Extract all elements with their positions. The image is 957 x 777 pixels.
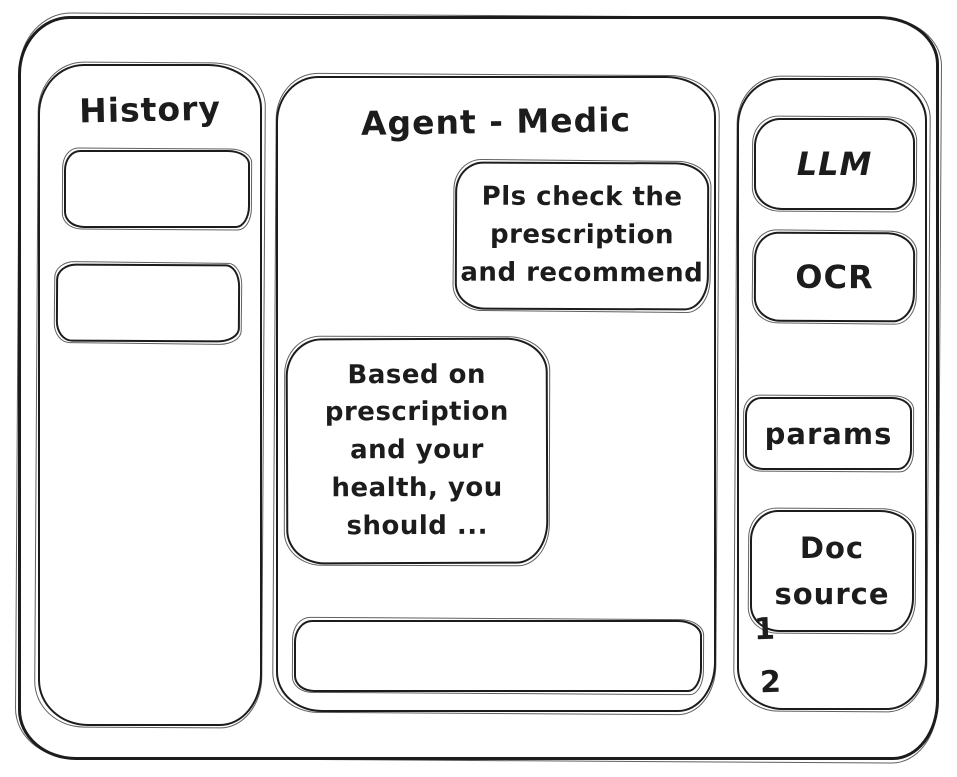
doc-source-item-2[interactable]: 2: [759, 664, 782, 701]
doc-source-item-1[interactable]: 1: [753, 611, 776, 648]
user-message-text: Pls check the prescription and recommend: [460, 182, 704, 289]
tools-panel: LLM OCR params Doc source 1 2: [737, 78, 927, 710]
message-input[interactable]: [294, 620, 702, 692]
user-message-bubble: Pls check the prescription and recommend: [454, 161, 710, 311]
agent-message-bubble: Based on prescription and your health, y…: [285, 337, 549, 565]
params-button[interactable]: params: [745, 397, 912, 470]
doc-source-button[interactable]: Doc source: [750, 510, 914, 632]
history-item[interactable]: [64, 150, 250, 228]
agent-message-text: Based on prescription and your health, y…: [324, 359, 509, 541]
llm-button[interactable]: LLM: [754, 118, 915, 210]
chat-title: Agent - Medic: [360, 100, 632, 143]
history-item[interactable]: [55, 263, 241, 343]
history-panel: History: [38, 64, 262, 726]
ocr-button[interactable]: OCR: [753, 231, 916, 323]
chat-panel: Agent - Medic Pls check the prescription…: [276, 76, 716, 712]
history-title: History: [78, 88, 222, 131]
